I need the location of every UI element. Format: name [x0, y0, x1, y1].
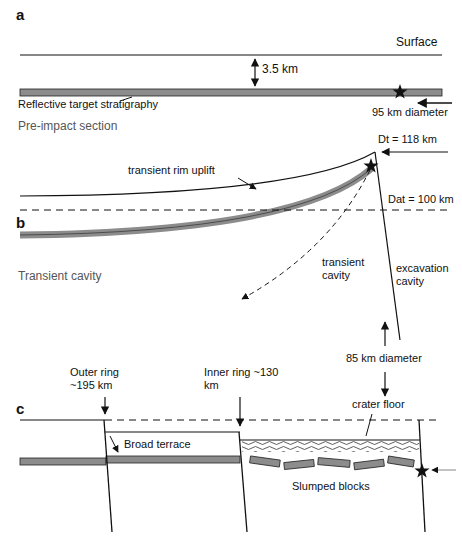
target-layer [20, 89, 442, 96]
slumped-blocks [250, 456, 415, 470]
dimension: 95 km diameter [372, 106, 448, 119]
transient-cavity-line [242, 170, 370, 299]
uplifted-layer [20, 168, 372, 235]
surface-line [20, 54, 442, 55]
terrace-surface [105, 431, 240, 432]
section-title: Transient cavity [18, 270, 102, 284]
crater-floor-line [240, 439, 420, 440]
feature-label: transient cavity [322, 256, 377, 281]
ring-label: Inner ring ~130 km [204, 366, 280, 391]
crater-wall [419, 420, 425, 532]
layer-label: Reflective target stratigraphy [18, 98, 158, 111]
section-title: Pre-impact section [18, 120, 117, 134]
ring-label: Outer ring ~195 km [70, 366, 144, 391]
uplifted-layer-edge [20, 168, 372, 235]
diameter-arrow [418, 102, 452, 103]
panel-letter: c [16, 400, 24, 417]
feature-label: crater floor [352, 398, 405, 411]
pointer-arrow [432, 470, 456, 471]
terrace-layer [106, 456, 240, 463]
target-layer [20, 458, 106, 465]
surface-label: Surface [396, 36, 437, 50]
feature-label: excavation cavity [396, 262, 456, 287]
feature-label: Broad terrace [124, 438, 191, 451]
ring-arrow [239, 397, 240, 426]
dimension: 85 km diameter [344, 352, 424, 365]
dimension: 3.5 km [262, 63, 298, 77]
panel-letter: a [16, 6, 24, 23]
impact-star [392, 84, 407, 99]
rim-surface [20, 152, 375, 196]
leader-line [366, 414, 372, 436]
surface-line [20, 419, 105, 420]
pre-impact-level [105, 420, 440, 421]
leader-line [238, 178, 256, 189]
feature-label: transient rim uplift [128, 164, 215, 177]
feature-label: Slumped blocks [292, 480, 370, 493]
diameter-arrow [384, 322, 385, 346]
impact-star [414, 463, 429, 478]
ring-arrow [104, 397, 105, 414]
panel-letter: b [16, 214, 25, 231]
crater-fill [242, 441, 419, 452]
dimension: Dat = 100 km [386, 193, 456, 206]
leader-line [110, 436, 118, 452]
excavation-line [375, 152, 400, 340]
dimension: Dt = 118 km [378, 133, 437, 146]
rim-arrow [382, 151, 448, 152]
apparent-level [20, 210, 448, 211]
depth-arrow [254, 59, 255, 86]
diameter-arrow [384, 372, 385, 396]
